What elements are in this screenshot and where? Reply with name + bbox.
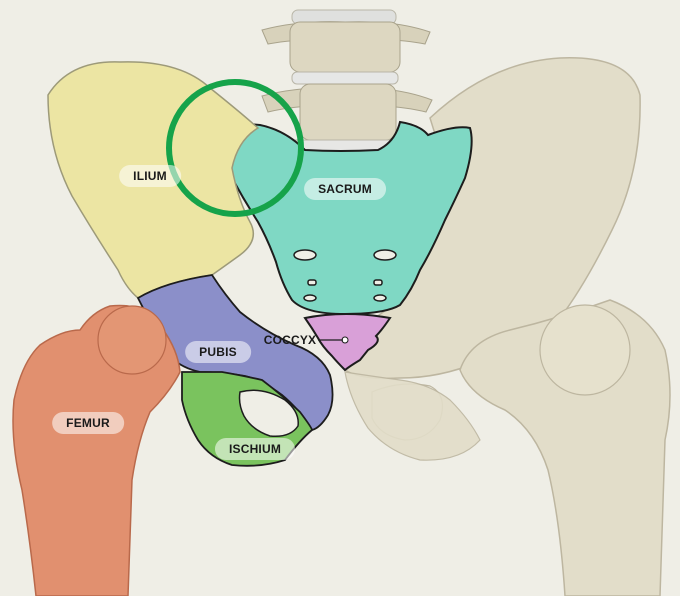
ilium-label: ILIUM xyxy=(119,165,181,187)
sacrum-label: SACRUM xyxy=(304,178,386,200)
right-ischium-bone xyxy=(345,372,480,460)
coccyx-label: COCCYX xyxy=(250,329,331,351)
femur-label: FEMUR xyxy=(52,412,124,434)
pubis-label: PUBIS xyxy=(185,341,251,363)
ischium-label: ISCHIUM xyxy=(215,438,295,460)
